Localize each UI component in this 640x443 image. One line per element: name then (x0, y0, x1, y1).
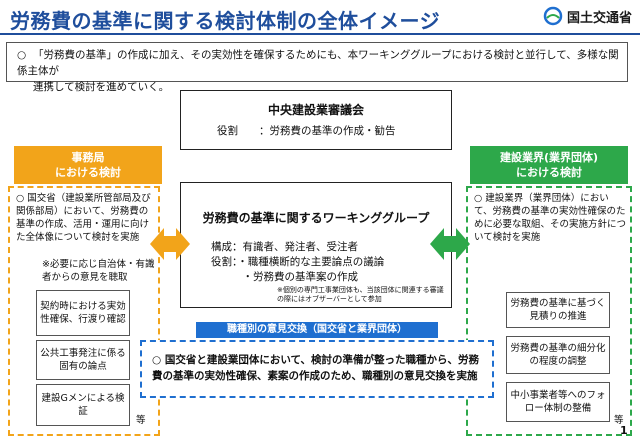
intro-text-1: 「労務費の基準」の作成に加え、その実効性を確保するためにも、本ワーキンググループ… (17, 49, 619, 77)
page-number: 1 (620, 424, 628, 437)
industry-etc: 等 (614, 415, 624, 426)
exchange-label: 職種別の意見交換（国交省と業界団体） (196, 322, 438, 338)
secretariat-header-line2: における検討 (55, 166, 121, 179)
intro-bullet: ○ (17, 49, 27, 61)
title-underline (0, 33, 640, 35)
secretariat-header-line1: 事務局 (71, 151, 105, 164)
industry-item: 労務費の基準の細分化の程度の調整 (506, 336, 610, 374)
ministry-name: 国土交通省 (566, 10, 632, 26)
ministry-logo: 国土交通省 (543, 6, 632, 26)
working-group-composition: 構成：有識者、発注者、受注者 (211, 241, 358, 253)
secretariat-item: 公共工事発注に係る固有の論点 (36, 340, 130, 380)
working-group-role-1: 役割：・職種横断的な主要論点の議論 (211, 256, 385, 268)
secretariat-dashed-box (8, 186, 160, 436)
council-role: 役割 ：労務費の基準の作成・勧告 (217, 125, 396, 137)
council-title: 中央建設業審議会 (267, 103, 364, 117)
double-arrow-orange-icon (150, 228, 190, 260)
industry-item: 労務費の基準に基づく見積りの推進 (506, 292, 610, 328)
secretariat-item: 契約時における実効性確保、行渡り確認 (36, 290, 130, 336)
industry-text: ○ 建設業界（業界団体）において、労務費の基準の実効性確保のために必要な取組、そ… (474, 193, 627, 243)
industry-header-line1: 建設業界(業界団体) (499, 151, 599, 164)
secretariat-item: 建設Gメンによる検証 (36, 384, 130, 426)
working-group-title: 労務費の基準に関するワーキンググループ (202, 211, 430, 225)
working-group-box: 労務費の基準に関するワーキンググループ 構成：有識者、発注者、受注者 役割：・職… (180, 182, 452, 308)
intro-box: ○「労務費の基準」の作成に加え、その実効性を確保するためにも、本ワーキンググルー… (6, 42, 628, 93)
industry-dashed-box (466, 186, 632, 436)
mlit-logo-icon (543, 6, 563, 26)
exchange-text: ○ 国交省と建設業団体において、検討の準備が整った職種から、労務費の基準の実効性… (152, 354, 479, 382)
industry-header: 建設業界(業界団体) における検討 (470, 146, 628, 184)
secretariat-text: ○ 国交省（建設業所管部局及び関係部局）において、労務費の基準の作成、活用・運用… (16, 193, 151, 243)
intro-line-1: ○「労務費の基準」の作成に加え、その実効性を確保するためにも、本ワーキンググルー… (17, 47, 619, 79)
page-title: 労務費の基準に関する検討体制の全体イメージ (10, 9, 441, 33)
intro-line-2: 連携して検討を進めていく。 (33, 81, 170, 93)
industry-item: 中小事業者等へのフォロー体制の整備 (506, 382, 610, 422)
secretariat-header: 事務局 における検討 (14, 146, 162, 184)
central-council-box: 中央建設業審議会 役割 ：労務費の基準の作成・勧告 (180, 90, 452, 150)
working-group-role-2: ・労務費の基準案の作成 (211, 271, 358, 283)
secretariat-note: ※必要に応じ自治体・有識者からの意見を聴取 (42, 259, 155, 283)
industry-header-line2: における検討 (516, 166, 582, 179)
working-group-note: ※個別の専門工事業団体も、当該団体に関連する審議の際にはオブザーバーとして参加 (277, 286, 444, 303)
double-arrow-green-icon (430, 228, 470, 260)
exchange-box: ○ 国交省と建設業団体において、検討の準備が整った職種から、労務費の基準の実効性… (140, 340, 494, 398)
secretariat-etc: 等 (136, 415, 146, 426)
